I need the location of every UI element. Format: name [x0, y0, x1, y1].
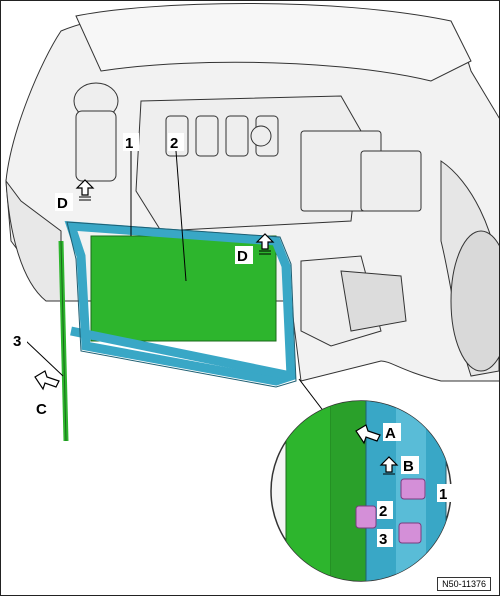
callout-1: 1: [123, 133, 139, 152]
callout-detail-2: 2: [377, 501, 393, 520]
label-1: 1: [125, 135, 133, 152]
callout-d-left: D: [55, 193, 73, 212]
label-2: 2: [170, 135, 178, 152]
reference-code: N50-11376: [437, 577, 491, 591]
callout-detail-3: 3: [377, 529, 393, 548]
label-detail-3: 3: [379, 531, 387, 548]
callout-detail-a: A: [383, 423, 401, 442]
detail-circle: [270, 400, 452, 582]
label-d-right: D: [237, 248, 248, 265]
arrow-diagonal-icon: [355, 424, 381, 445]
label-d-left: D: [57, 195, 68, 212]
label-detail-2: 2: [379, 503, 387, 520]
label-detail-a: A: [385, 425, 396, 442]
arrow-up-icon: [379, 456, 399, 475]
engine: [73, 82, 422, 347]
label-3: 3: [13, 333, 21, 350]
arrow-diagonal-icon: [34, 370, 60, 391]
lock-carrier: [64, 221, 296, 386]
callout-d-right: D: [235, 246, 253, 265]
arrow-up-icon: [75, 179, 95, 201]
callout-detail-1: 1: [437, 484, 453, 503]
label-detail-1: 1: [439, 486, 447, 503]
label-c: C: [36, 401, 47, 418]
callout-detail-b: B: [401, 456, 419, 475]
callout-3: 3: [11, 331, 27, 350]
arrow-up-icon: [255, 233, 275, 255]
callout-2: 2: [168, 133, 184, 152]
label-detail-b: B: [403, 458, 414, 475]
callout-c: C: [34, 399, 52, 418]
